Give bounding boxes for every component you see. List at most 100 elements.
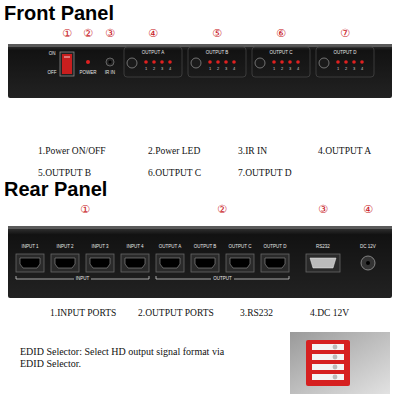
callout-number: ⑦ xyxy=(340,28,350,41)
output-group xyxy=(316,47,374,77)
note: EDID Selector: Select HD output signal f… xyxy=(20,346,225,369)
bracket-tick xyxy=(16,276,17,279)
bracket-tick xyxy=(149,276,150,279)
item-description: 5.OUTPUT B xyxy=(38,168,91,179)
item-description: 4.DC 12V xyxy=(310,308,349,319)
group-outline xyxy=(316,47,374,77)
panel-marking: IR IN xyxy=(105,70,115,75)
panel-marking: RS232 xyxy=(316,244,330,249)
hdmi-port xyxy=(121,254,149,272)
panel-marking: OUTPUT B xyxy=(206,50,229,55)
power-switch-frame xyxy=(60,52,74,76)
callout-number: ④ xyxy=(148,28,158,41)
rear-housing xyxy=(8,226,392,298)
panel-marking: OUTPUT D xyxy=(334,50,357,55)
item-description: 2.OUTPUT PORTS xyxy=(138,308,214,319)
panel-heading: Front Panel xyxy=(4,2,114,25)
output-group xyxy=(188,47,246,77)
dc-jack-pin xyxy=(366,261,370,265)
item-description: 6.OUTPUT C xyxy=(148,168,201,179)
dip-toggle xyxy=(333,355,338,360)
panel-marking: OUTPUT D xyxy=(264,244,287,249)
rear-top-edge xyxy=(8,226,392,229)
status-led xyxy=(152,60,156,64)
rs232-frame xyxy=(306,254,340,272)
dip-slot xyxy=(312,354,344,360)
item-description: 4.OUTPUT A xyxy=(318,146,371,157)
hdmi-port xyxy=(191,254,219,272)
select-button xyxy=(191,58,201,68)
panel-marking: OFF xyxy=(48,70,57,75)
item-description: 3.RS232 xyxy=(240,308,273,319)
status-led xyxy=(144,60,148,64)
group-outline xyxy=(252,47,310,77)
status-led xyxy=(168,60,172,64)
port-opening xyxy=(55,258,75,268)
hdmi-port xyxy=(51,254,79,272)
status-led xyxy=(232,60,236,64)
status-led xyxy=(288,60,292,64)
edid-dip-switch xyxy=(306,340,350,386)
panel-marking: INPUT 4 xyxy=(126,244,143,249)
rs232-connector xyxy=(310,258,336,268)
callout-number: ⑥ xyxy=(276,28,286,41)
status-led xyxy=(224,60,228,64)
output-group xyxy=(252,47,310,77)
dc-jack xyxy=(361,256,375,270)
port-opening xyxy=(230,258,250,268)
dip-slot xyxy=(312,374,344,380)
panel-marking: OUTPUT A xyxy=(142,50,164,55)
dip-toggle xyxy=(333,345,338,350)
port-opening xyxy=(125,258,145,268)
panel-marking: POWER xyxy=(79,70,96,75)
select-button xyxy=(319,58,329,68)
panel-marking: DC 12V xyxy=(360,244,376,249)
panel-marking: OUTPUT C xyxy=(229,244,252,249)
select-button xyxy=(255,58,265,68)
port-opening xyxy=(20,258,40,268)
front-top-edge xyxy=(8,44,392,47)
callout-number: ⑤ xyxy=(212,28,222,41)
port-frame xyxy=(16,254,44,272)
output-group xyxy=(124,47,182,77)
led-number: 1 xyxy=(273,67,275,72)
select-button xyxy=(127,58,137,68)
ir-jack xyxy=(106,58,114,66)
led-number: 4 xyxy=(169,67,171,72)
port-frame xyxy=(191,254,219,272)
edid-photo xyxy=(290,332,390,394)
panel-marking: INPUT 1 xyxy=(21,244,38,249)
group-outline xyxy=(188,47,246,77)
port-opening xyxy=(195,258,215,268)
callout-number: ① xyxy=(80,204,90,217)
panel-marking: INPUT 2 xyxy=(56,244,73,249)
dip-slot xyxy=(312,344,344,350)
callout-number: ③ xyxy=(318,204,328,217)
switch-mark xyxy=(64,57,70,58)
callout-number: ② xyxy=(83,28,93,41)
bracket-tick xyxy=(289,276,290,279)
panel-heading: Rear Panel xyxy=(4,178,107,201)
item-description: 3.IR IN xyxy=(238,146,267,157)
status-led xyxy=(336,60,340,64)
group-marking: INPUT xyxy=(74,276,92,281)
panel-marking: OUTPUT B xyxy=(194,244,217,249)
port-opening xyxy=(265,258,285,268)
port-frame xyxy=(121,254,149,272)
hdmi-port xyxy=(86,254,114,272)
status-led xyxy=(352,60,356,64)
callout-number: ② xyxy=(217,204,227,217)
status-led xyxy=(160,60,164,64)
led-number: 3 xyxy=(161,67,163,72)
hdmi-port xyxy=(156,254,184,272)
port-frame xyxy=(86,254,114,272)
dip-toggle xyxy=(333,375,338,380)
dip-toggle xyxy=(333,365,338,370)
item-description: 7.OUTPUT D xyxy=(238,168,292,179)
led-number: 1 xyxy=(337,67,339,72)
status-led xyxy=(360,60,364,64)
led-number: 3 xyxy=(289,67,291,72)
callout-number: ① xyxy=(62,28,72,41)
led-number: 2 xyxy=(345,67,347,72)
status-led xyxy=(208,60,212,64)
